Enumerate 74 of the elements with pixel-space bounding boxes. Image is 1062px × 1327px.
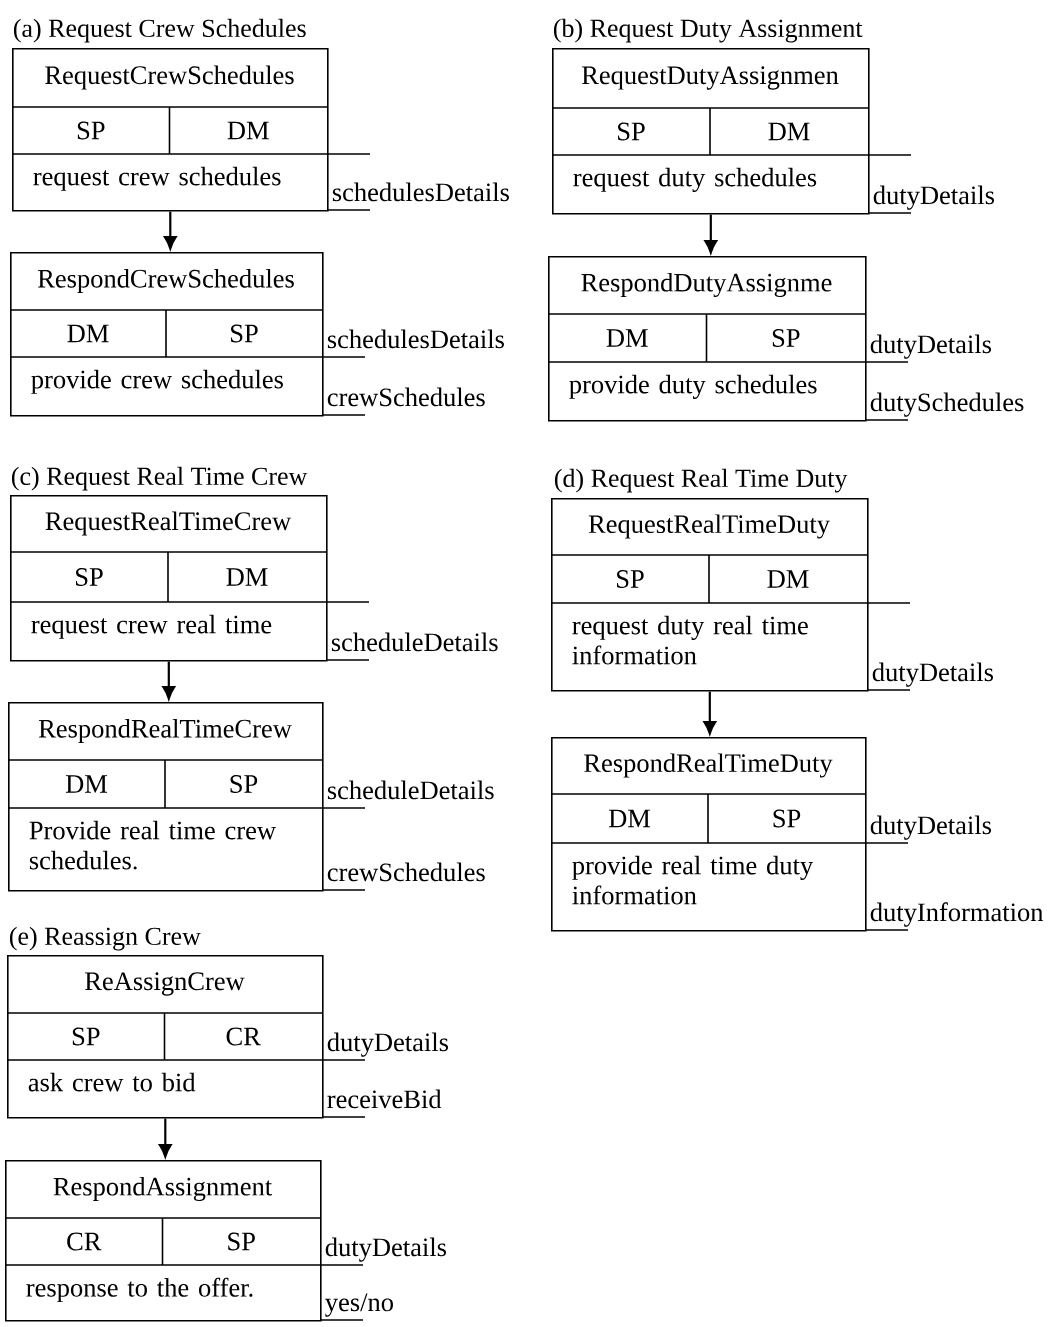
role-label: DM [67, 324, 109, 343]
block-title: RespondCrewSchedules [37, 269, 294, 294]
description-text: request crew real time [31, 614, 272, 639]
role-label: SP [230, 775, 258, 793]
description-text: provide crew schedules [31, 369, 283, 394]
side-label: scheduleDetails [327, 780, 494, 800]
block-title: RequestRealTimeDuty [588, 514, 830, 539]
side-label: dutyDetails [873, 185, 995, 210]
arrow [704, 214, 718, 254]
role-label: SP [773, 809, 801, 828]
block-title: RespondRealTimeDuty [584, 753, 833, 778]
activity-box [7, 702, 324, 892]
side-label: dutyDetails [870, 815, 992, 840]
activity-box [4, 1160, 322, 1322]
side-label: yes/no [325, 1293, 393, 1317]
arrow [162, 661, 176, 700]
side-label: dutyDetails [872, 662, 994, 687]
side-label: crewSchedules [327, 387, 485, 407]
description-text: request crew schedules [33, 166, 281, 191]
role-label: DM [608, 809, 651, 828]
role-label: SP [76, 568, 103, 586]
role-label: SP [618, 122, 645, 141]
activity-box [9, 495, 328, 662]
side-label: dutySchedules [870, 392, 1024, 417]
side-label: schedulesDetails [332, 182, 509, 202]
role-label: SP [772, 329, 800, 347]
side-label: dutyDetails [870, 334, 992, 359]
side-label: scheduleDetails [331, 632, 498, 652]
block-title: RespondRealTimeCrew [38, 719, 292, 744]
role-label: SP [77, 121, 105, 140]
side-label: dutyDetails [325, 1237, 447, 1262]
role-label: DM [227, 121, 269, 140]
panel-heading: (e) Reassign Crew [9, 926, 201, 951]
side-label: dutyDetails [327, 1032, 449, 1057]
block-title: RequestDutyAssignmen [581, 66, 839, 90]
role-label: CR [67, 1232, 102, 1251]
side-label: dutyInformation [870, 902, 1044, 927]
role-label: DM [226, 568, 268, 586]
arrow [158, 1118, 172, 1158]
activity-box [550, 737, 867, 932]
side-label: receiveBid [327, 1089, 442, 1109]
description-text: provide real time duty information [572, 855, 814, 905]
role-label: SP [231, 324, 258, 343]
description-text: response to the offer. [26, 1277, 253, 1303]
description-text: ask crew to bid [28, 1072, 196, 1092]
arrow [703, 691, 717, 735]
role-label: SP [72, 1027, 100, 1046]
side-label: schedulesDetails [327, 329, 504, 349]
panel-heading: (d) Request Real Time Duty [554, 468, 848, 493]
role-label: CR [226, 1027, 261, 1046]
activity-box [11, 48, 329, 212]
block-title: RequestRealTimeCrew [45, 511, 292, 536]
block-title: ReAssignCrew [85, 972, 245, 996]
role-label: DM [767, 570, 809, 588]
description-text: request duty schedules [573, 167, 817, 192]
description-text: request duty real time information [572, 615, 808, 665]
panel-heading: (c) Request Real Time Crew [11, 466, 308, 491]
description-text: Provide real time crew schedules. [29, 820, 276, 870]
role-label: SP [617, 570, 644, 588]
role-label: DM [65, 775, 108, 793]
description-text: provide duty schedules [569, 374, 817, 399]
block-title: RespondAssignment [53, 1176, 273, 1202]
activity-box [9, 252, 324, 417]
role-label: SP [228, 1232, 255, 1251]
role-label: DM [606, 329, 648, 347]
block-title: RespondDutyAssignme [581, 272, 832, 298]
activity-box [547, 256, 867, 422]
activity-box [551, 48, 870, 215]
block-title: RequestCrewSchedules [45, 65, 294, 90]
arrow [163, 211, 177, 250]
role-label: DM [768, 122, 810, 141]
side-label: crewSchedules [327, 862, 485, 882]
activity-box [6, 955, 324, 1119]
activity-box [550, 498, 869, 692]
